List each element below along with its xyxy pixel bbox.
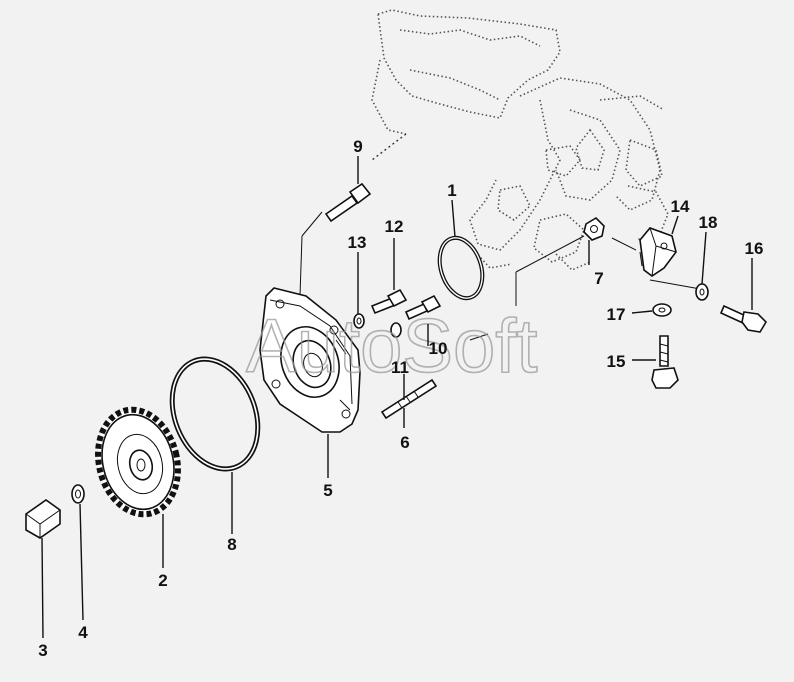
callout-15: 15 xyxy=(607,352,626,371)
callout-9: 9 xyxy=(353,137,362,156)
nut-part-3 xyxy=(25,499,61,539)
callout-12: 12 xyxy=(385,217,404,236)
callout-10: 10 xyxy=(429,339,448,358)
washer-part-4 xyxy=(71,484,85,504)
o-ring-part-8 xyxy=(169,356,261,472)
bolt-part-9 xyxy=(324,182,372,223)
callout-2: 2 xyxy=(158,571,167,590)
callout-3: 3 xyxy=(38,641,47,660)
leader-lines xyxy=(41,156,753,639)
nut-part-7 xyxy=(583,216,605,241)
callout-11: 11 xyxy=(391,358,409,377)
stud-part-11 xyxy=(380,378,438,420)
washer-part-18 xyxy=(695,283,709,301)
bolt-part-15 xyxy=(651,335,679,389)
callout-1: 1 xyxy=(447,181,456,200)
engine-block-outline xyxy=(371,9,669,271)
callout-8: 8 xyxy=(227,535,236,554)
watermark-logo: AutoSoft xyxy=(246,304,538,389)
bolt-part-12 xyxy=(370,288,408,315)
callout-18: 18 xyxy=(699,213,718,232)
pump-housing-part-5 xyxy=(259,287,361,433)
callout-17: 17 xyxy=(607,305,626,324)
callout-4: 4 xyxy=(78,623,88,642)
bolt-part-16 xyxy=(719,304,768,333)
callout-14: 14 xyxy=(671,197,690,216)
callout-7: 7 xyxy=(594,269,603,288)
o-ring-part-1 xyxy=(437,235,485,301)
washer-part-13 xyxy=(353,313,365,329)
gear-part-2 xyxy=(95,406,181,518)
callout-13: 13 xyxy=(348,233,367,252)
assembly-guide-lines xyxy=(299,211,707,341)
bolt-part-10 xyxy=(390,294,442,338)
bracket-part-14 xyxy=(639,227,677,277)
callout-6: 6 xyxy=(400,433,409,452)
callout-labels: 1 2 3 4 5 6 7 8 9 10 11 12 13 14 15 16 1… xyxy=(38,137,763,660)
callout-16: 16 xyxy=(745,239,764,258)
washer-part-17 xyxy=(652,303,672,317)
callout-5: 5 xyxy=(323,481,332,500)
